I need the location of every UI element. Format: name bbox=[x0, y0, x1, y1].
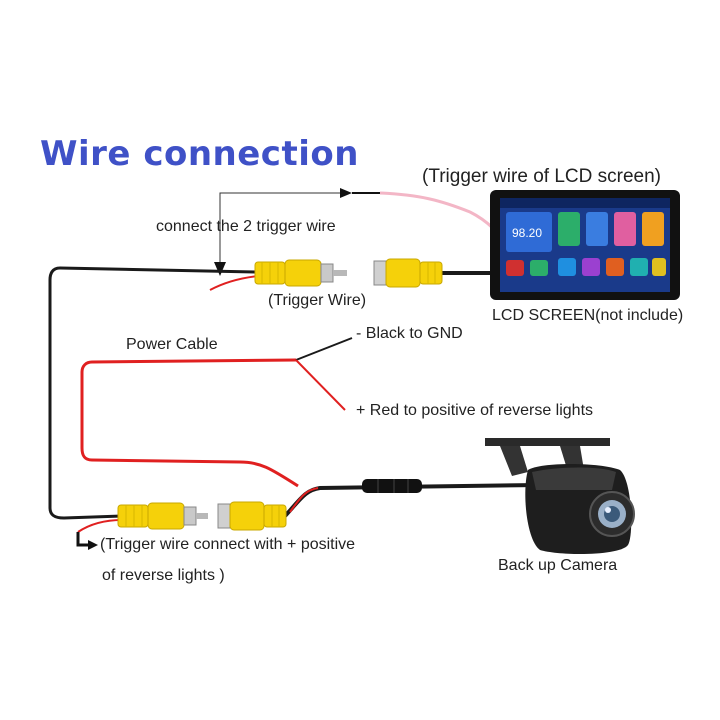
label-trigger-lcd: (Trigger wire of LCD screen) bbox=[422, 166, 661, 187]
rca-female-top bbox=[373, 258, 443, 288]
rca-male-bottom bbox=[117, 502, 208, 530]
diagram-title: Wire connection bbox=[40, 134, 359, 174]
rca-male-top bbox=[254, 259, 347, 287]
power-cable-split-black bbox=[295, 337, 353, 361]
lcd-trigger-wire bbox=[379, 191, 502, 237]
label-trigger-connect-line1: (Trigger wire connect with + positive bbox=[100, 536, 356, 553]
trigger-annotation-line bbox=[214, 188, 380, 276]
power-cable-split-red bbox=[295, 359, 346, 411]
bottom-arrow bbox=[76, 532, 98, 550]
power-cable-red bbox=[80, 358, 299, 488]
label-black-gnd: - Black to GND bbox=[356, 325, 463, 342]
black-trigger-cable bbox=[48, 266, 256, 520]
screen-radio-freq: 98.20 bbox=[512, 226, 542, 240]
label-power-cable: Power Cable bbox=[126, 336, 218, 353]
label-backup-camera: Back up Camera bbox=[498, 557, 618, 574]
inline-connector bbox=[362, 479, 422, 493]
label-connect-two: connect the 2 trigger wire bbox=[156, 218, 336, 235]
camera-cable-red bbox=[289, 487, 319, 513]
trigger-red-tail-top bbox=[209, 275, 259, 291]
lcd-screen-device bbox=[490, 190, 680, 300]
trigger-red-tail-bottom bbox=[77, 519, 123, 533]
rca-female-bottom bbox=[217, 501, 287, 531]
label-red-positive: + Red to positive of reverse lights bbox=[356, 402, 594, 419]
label-trigger-wire: (Trigger Wire) bbox=[268, 292, 367, 309]
backup-camera bbox=[485, 438, 635, 555]
label-lcd-screen: LCD SCREEN(not include) bbox=[492, 307, 684, 324]
label-trigger-connect-line2: of reverse lights ) bbox=[102, 567, 225, 584]
